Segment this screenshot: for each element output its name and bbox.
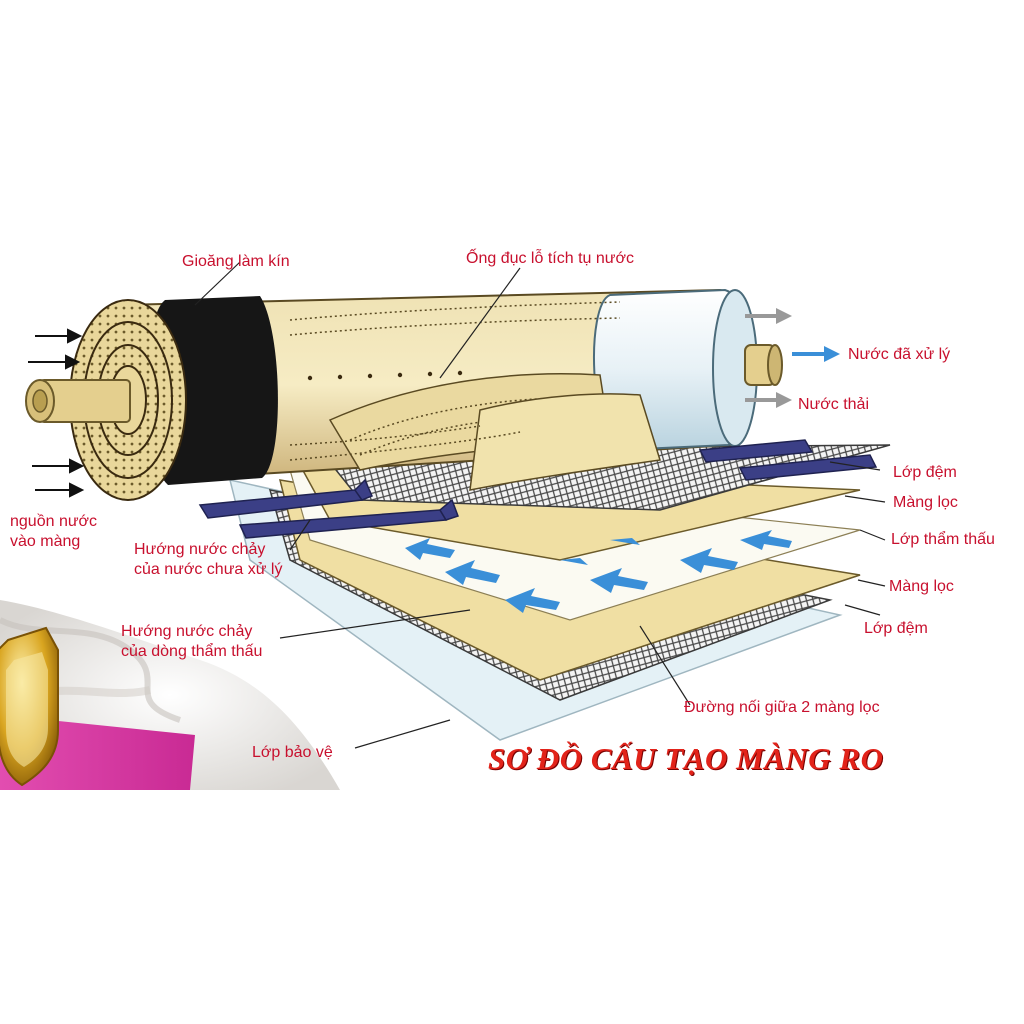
label-seam: Đường nối giữa 2 màng lọc [684, 698, 880, 718]
label-permeate-flow: Hướng nước chảy của dòng thẩm thấu [121, 622, 262, 662]
diagram-title: SƠ ĐỒ CẤU TẠO MÀNG RO [488, 741, 883, 777]
label-inlet: nguồn nước vào màng [10, 512, 97, 552]
label-gasket: Gioăng làm kín [182, 252, 290, 272]
label-spacer-bottom: Lớp đệm [864, 619, 928, 639]
label-membrane-bottom: Màng lọc [889, 577, 954, 597]
label-spacer-top: Lớp đệm [893, 463, 957, 483]
label-feed-flow: Hướng nước chảy của nước chưa xử lý [134, 540, 282, 580]
label-membrane-top: Màng lọc [893, 493, 958, 513]
label-permeate-layer: Lớp thẩm thấu [891, 530, 995, 550]
shield-badge-icon [0, 628, 58, 785]
label-waste-water: Nước thải [798, 395, 869, 415]
label-treated-water: Nước đã xử lý [848, 345, 950, 365]
label-protective-layer: Lớp bảo vệ [252, 743, 333, 763]
label-perforated-tube: Ống đục lỗ tích tụ nước [466, 249, 634, 269]
